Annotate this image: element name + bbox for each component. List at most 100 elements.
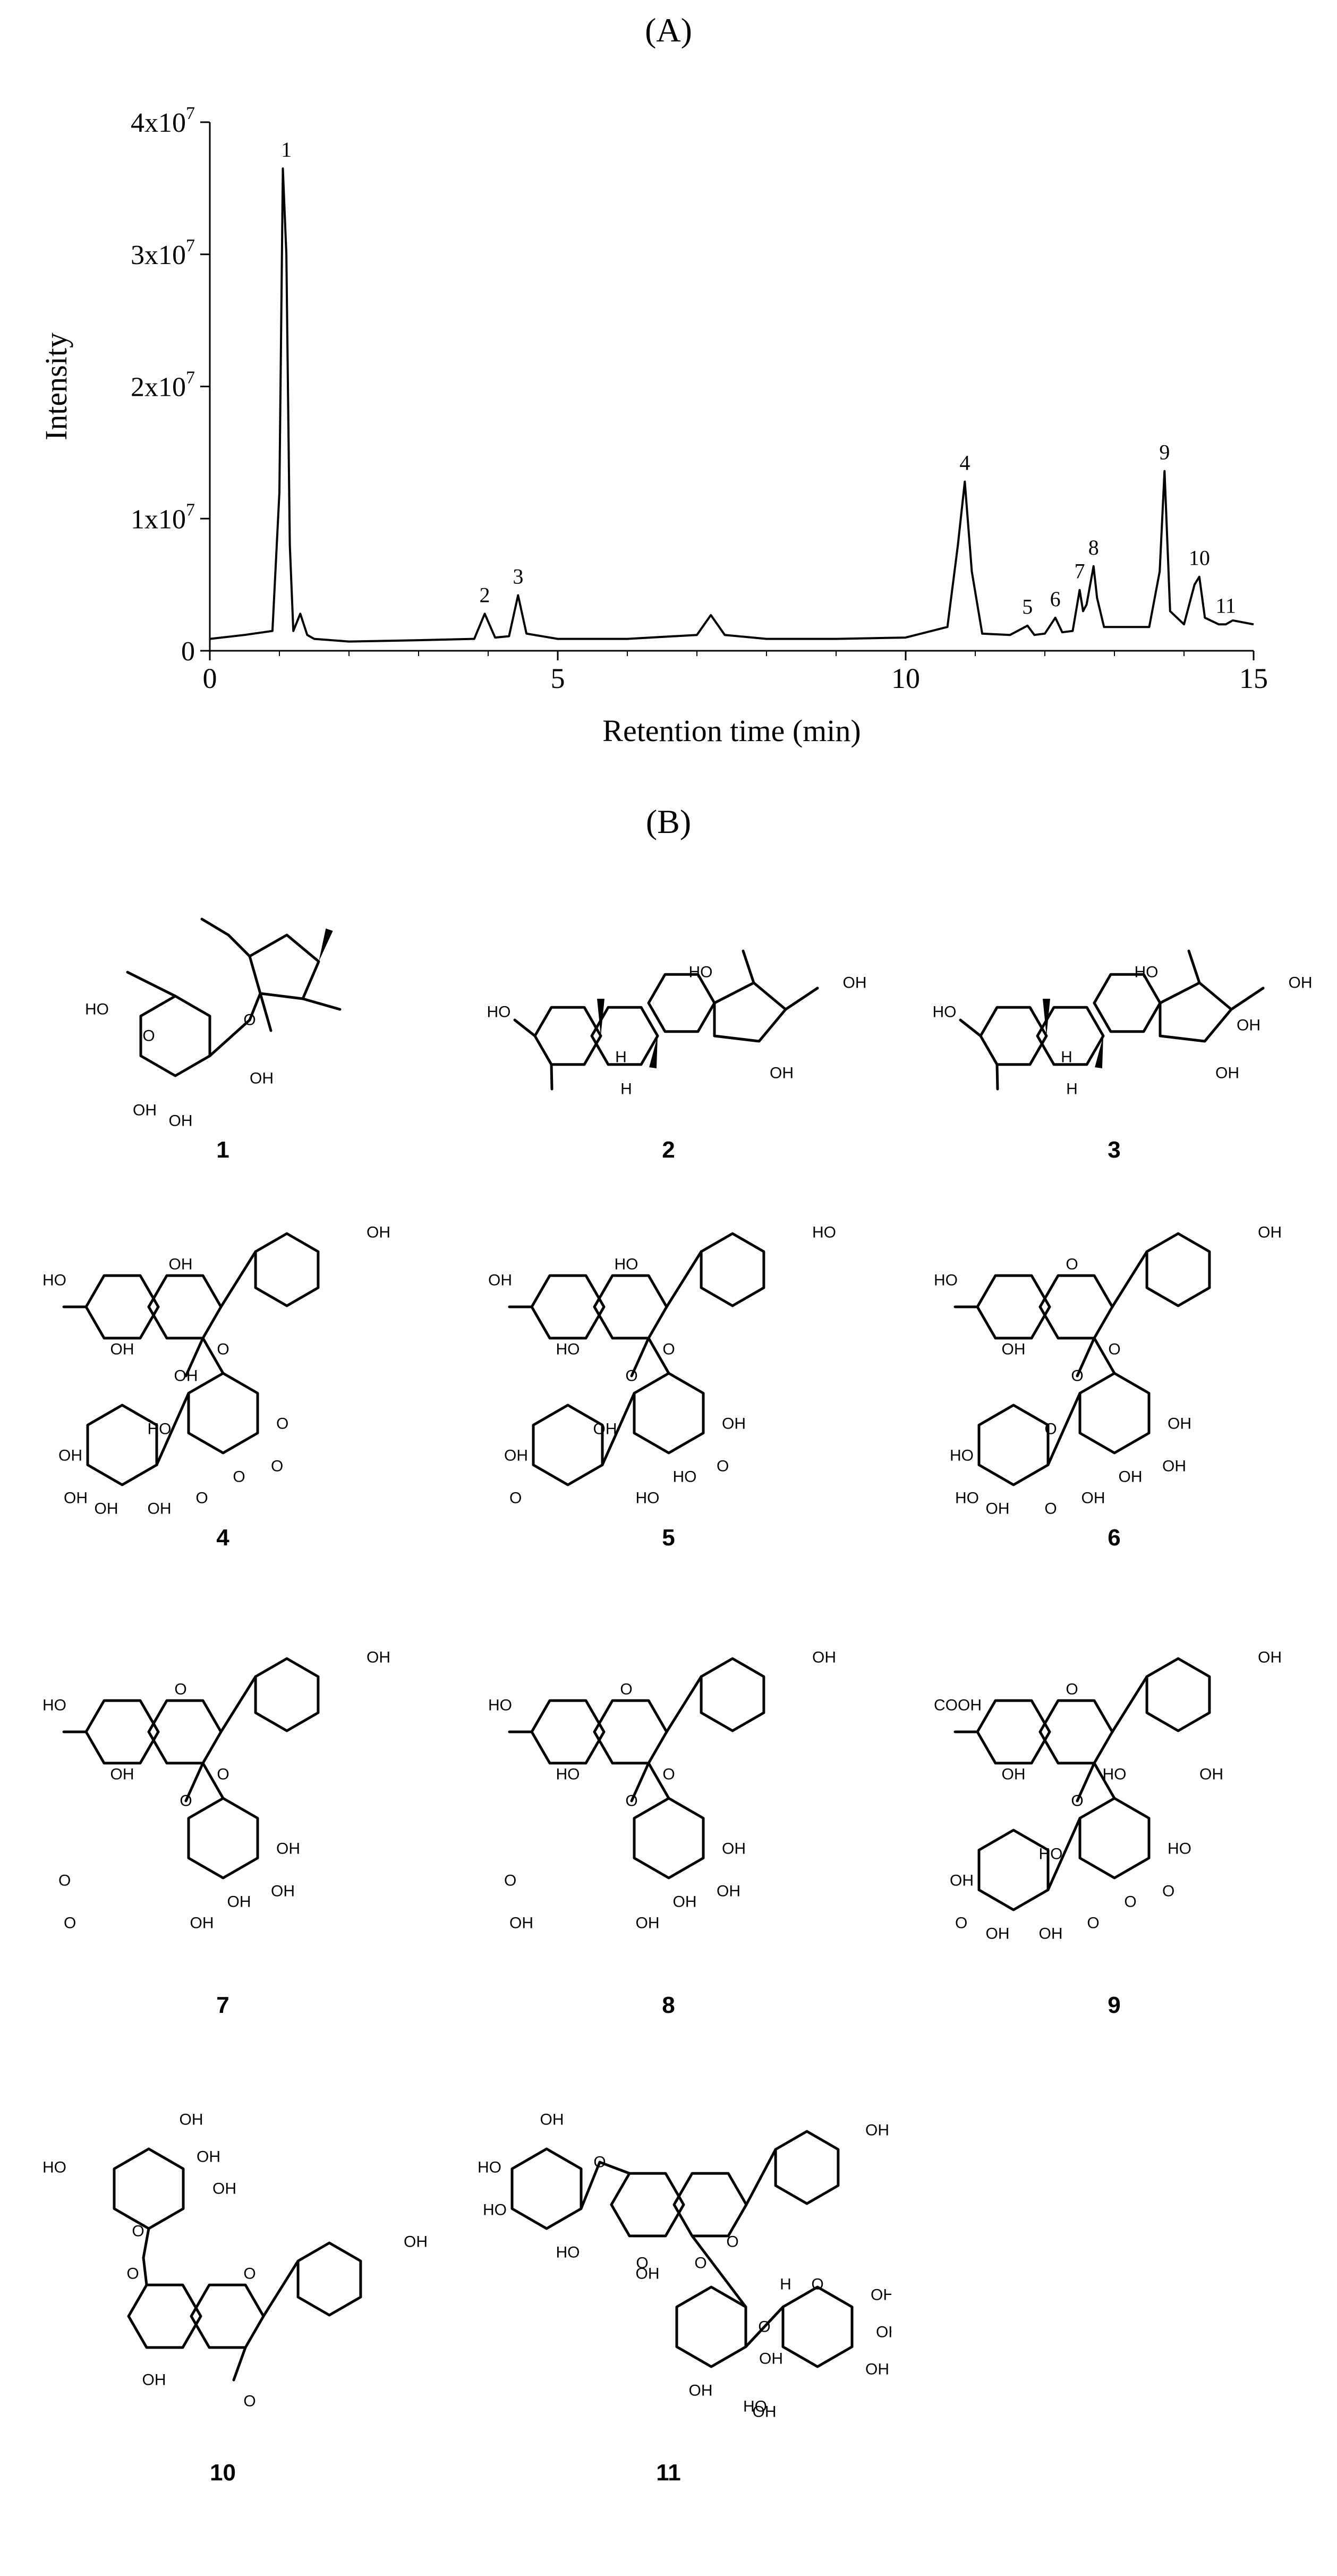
bond <box>647 1762 670 1800</box>
sugar-ring-2 <box>86 1404 158 1486</box>
peak-label: 6 <box>1050 587 1061 611</box>
atom-label: OH <box>404 2233 428 2251</box>
atom-label: O <box>758 2318 770 2336</box>
wedge-bond <box>319 928 333 962</box>
wedge-bond <box>1043 999 1050 1036</box>
atom-label: O <box>243 2393 256 2410</box>
atom-label: O <box>64 1915 76 1932</box>
glucose-ring <box>113 2147 185 2230</box>
x-tick-label: 10 <box>891 662 920 694</box>
atom-label: OH <box>169 1112 193 1130</box>
atom-label: OH <box>174 1367 198 1385</box>
ring-b <box>1145 1657 1211 1732</box>
compound-number: 2 <box>662 1137 675 1163</box>
wedge-bond <box>1095 1036 1103 1069</box>
atom-label: O <box>726 2233 738 2251</box>
atom-label: O <box>625 1367 637 1385</box>
atom-label: O <box>1071 1792 1083 1810</box>
compound-11-cell: OHHOOHHOOOOHOOOHOHOOHOHOHHOOHOHHO11 <box>446 2082 891 2497</box>
bond <box>1111 1675 1148 1733</box>
ring-b <box>700 1232 765 1307</box>
atom-label: O <box>717 1458 729 1475</box>
x-tick-label: 0 <box>203 662 217 694</box>
bond <box>262 2259 300 2318</box>
sugar-ring <box>187 1797 259 1880</box>
sugar-ring-2 <box>977 1829 1050 1911</box>
bond <box>1093 1337 1116 1375</box>
atom-label: HO <box>556 1341 580 1358</box>
atom-label: OH <box>1081 1490 1105 1507</box>
bond <box>1046 1817 1081 1891</box>
atom-label: O <box>662 1341 675 1358</box>
atom-label: OH <box>1258 1224 1282 1242</box>
atom-label: OH <box>509 1915 533 1932</box>
atom-label: OH <box>367 1224 390 1242</box>
atom-label: OH <box>276 1840 300 1858</box>
chromatogram-trace <box>209 167 1254 643</box>
atom-label: O <box>132 2223 144 2240</box>
bond <box>232 2346 247 2382</box>
atom-label: O <box>1044 1421 1057 1438</box>
ring-b <box>1145 1232 1211 1307</box>
atom-label: HO <box>743 2398 767 2416</box>
atom-label: OH <box>593 1421 617 1438</box>
sugar-ring-2 <box>977 1404 1050 1486</box>
atom-label: O <box>1066 1681 1078 1698</box>
bond <box>184 1762 205 1803</box>
x-axis-label: Retention time (min) <box>602 713 861 748</box>
atom-label: OH <box>190 1915 214 1932</box>
bond <box>208 1018 251 1057</box>
bond <box>630 1337 650 1378</box>
bond <box>200 917 230 937</box>
atom-label: O <box>243 1011 256 1029</box>
atom-label: O <box>509 1490 522 1507</box>
atom-label: OH <box>488 1272 512 1289</box>
atom-label: OH <box>1039 1925 1063 1943</box>
panel-b-label: (B) <box>645 803 692 840</box>
bond <box>580 2161 601 2210</box>
peak-label: 8 <box>1088 535 1099 559</box>
ring-c <box>647 973 716 1033</box>
atom-label: OH <box>95 1500 118 1518</box>
bond <box>647 1337 670 1375</box>
atom-label: O <box>625 1792 637 1810</box>
sugar-ring <box>633 1797 705 1880</box>
atom-label: OH <box>227 1893 251 1911</box>
wedge-bond <box>649 1036 658 1069</box>
atom-label: OH <box>865 2361 889 2378</box>
peak-label: 11 <box>1215 593 1236 617</box>
compound-number: 4 <box>216 1525 229 1551</box>
atom-label: OH <box>1162 1458 1186 1475</box>
atom-label: OH <box>871 2286 891 2304</box>
pyranose-ring <box>139 994 211 1077</box>
bond <box>691 2234 747 2308</box>
atom-label: HO <box>487 1004 511 1021</box>
sugar-ring <box>1078 1797 1151 1880</box>
atom-label: OH <box>1258 1649 1282 1667</box>
bond <box>259 992 272 1032</box>
atom-label: HO <box>934 1272 958 1289</box>
bond <box>598 2161 631 2175</box>
y-axis-label: Intensity <box>39 333 73 440</box>
compound-number: 11 <box>656 2460 681 2486</box>
atom-label: O <box>276 1415 288 1433</box>
bond <box>601 1392 636 1466</box>
atom-label: O <box>180 1792 192 1810</box>
bond <box>1093 1762 1116 1800</box>
atom-label: OH <box>540 2111 564 2129</box>
atom-label: O <box>58 1872 71 1890</box>
atom-label: OH <box>986 1500 1010 1518</box>
atom-label: O <box>1066 1256 1078 1273</box>
bond <box>219 1250 257 1308</box>
bond <box>1187 949 1201 984</box>
ring-d <box>713 981 787 1043</box>
x-tick-label: 15 <box>1239 662 1268 694</box>
atom-label: OH <box>636 1915 660 1932</box>
